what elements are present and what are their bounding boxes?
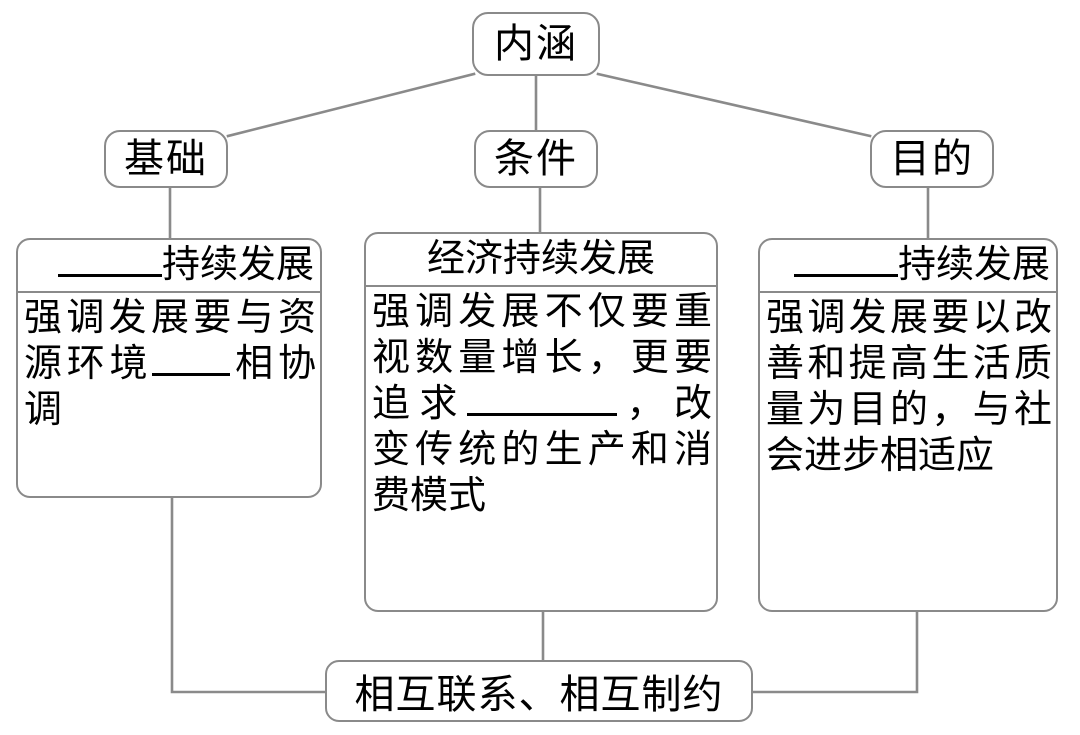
- card-condition-header: 经济持续发展: [366, 234, 716, 287]
- card-purpose-header-text: 持续发展: [897, 242, 1050, 286]
- card-purpose-body-text: 强调发展要以改善和提高生活质量为目的，与社会进步相适应: [766, 294, 1052, 477]
- node-relationship-label: 相互联系、相互制约: [354, 672, 724, 718]
- connector-root-to-purpose: [596, 72, 872, 138]
- card-purpose[interactable]: 持续发展 强调发展要以改善和提高生活质量为目的，与社会进步相适应: [758, 238, 1058, 612]
- node-category-basis-label: 基础: [124, 136, 208, 182]
- card-condition-body: 强调发展不仅要重视数量增长，更要追求，改变传统的生产和消费模式: [366, 287, 716, 610]
- connector-root-to-basis: [226, 72, 476, 138]
- node-category-purpose-label: 目的: [890, 136, 974, 182]
- node-category-condition-label: 条件: [494, 136, 578, 182]
- connector-left-card-to-bottom: [170, 496, 327, 694]
- card-purpose-body: 强调发展要以改善和提高生活质量为目的，与社会进步相适应: [760, 293, 1056, 610]
- card-basis-body-part1: 强调发展要与资源环境: [24, 294, 316, 385]
- card-condition-header-text: 经济持续发展: [426, 236, 655, 280]
- card-basis-body: 强调发展要与资源环境相协调: [18, 293, 320, 496]
- card-basis[interactable]: 持续发展 强调发展要与资源环境相协调: [16, 238, 322, 498]
- card-basis-header-text: 持续发展: [161, 242, 314, 286]
- node-relationship[interactable]: 相互联系、相互制约: [325, 660, 753, 722]
- node-core-concept[interactable]: 内涵: [472, 12, 600, 76]
- node-category-basis[interactable]: 基础: [104, 130, 228, 188]
- connector-right-card-to-bottom: [751, 610, 919, 694]
- blank-underline[interactable]: [467, 412, 617, 416]
- card-purpose-header: 持续发展: [760, 240, 1056, 293]
- blank-underline[interactable]: [793, 274, 898, 277]
- card-basis-header: 持续发展: [18, 240, 320, 293]
- blank-underline[interactable]: [152, 372, 231, 376]
- card-condition-body-part2: ，改变传统的生产和消费模式: [372, 380, 712, 517]
- card-condition-body-part1: 强调发展不仅要重视数量增长，更要追求: [372, 288, 712, 425]
- node-core-concept-label: 内涵: [494, 21, 578, 67]
- node-category-purpose[interactable]: 目的: [870, 130, 994, 188]
- blank-underline[interactable]: [57, 274, 162, 277]
- node-category-condition[interactable]: 条件: [474, 130, 598, 188]
- card-basis-body-part2: 相协调: [24, 340, 316, 431]
- card-condition[interactable]: 经济持续发展 强调发展不仅要重视数量增长，更要追求，改变传统的生产和消费模式: [364, 232, 718, 612]
